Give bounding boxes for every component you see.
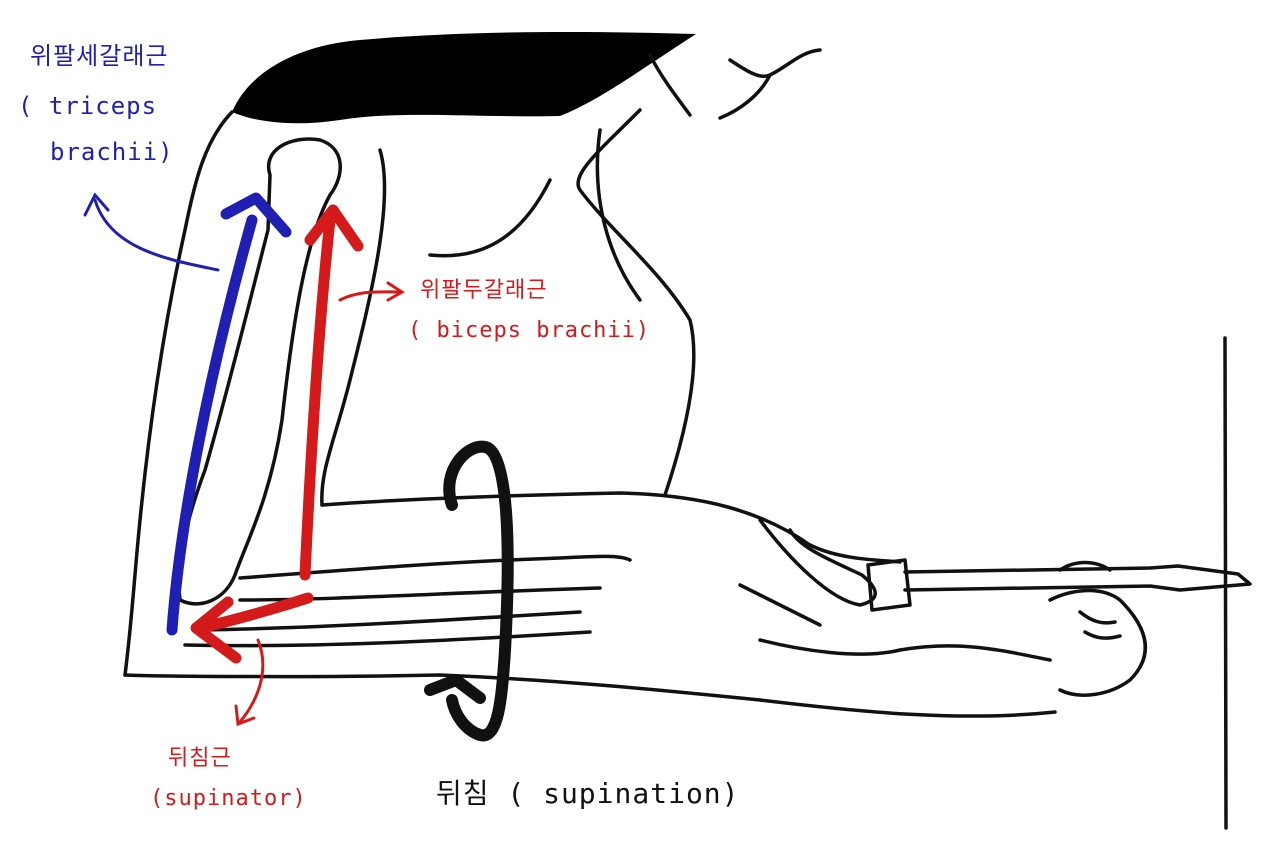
triceps-label-english-line1: ( triceps (18, 92, 158, 120)
torso-lines (428, 128, 642, 302)
triceps-label-korean: 위팔세갈래근 (30, 42, 169, 70)
triceps-pointer (83, 192, 220, 272)
upper-arm-outline (123, 110, 234, 677)
supination-label: 뒤침 ( supination) (436, 777, 740, 810)
biceps-arrow (299, 204, 364, 581)
upper-arm-inner-outline (320, 148, 387, 507)
supinator-label-english: (supinator) (150, 786, 307, 811)
humerus-bone (177, 137, 342, 606)
supinator-label-korean: 뒤침근 (168, 746, 232, 771)
biceps-label-korean: 위팔두갈래근 (420, 278, 548, 303)
hair-shape (232, 32, 696, 124)
ulna-bone (183, 610, 592, 648)
screwdriver (903, 564, 1252, 592)
back-outline (576, 53, 696, 497)
screwdriver-ferrule (866, 558, 912, 612)
supinator-arrow (190, 592, 314, 664)
neck-outline (718, 48, 822, 120)
biceps-label-english: ( biceps brachii) (408, 318, 651, 343)
rotation-arrow (424, 440, 514, 742)
biceps-pointer (338, 281, 405, 302)
forearm-top-outline (320, 491, 902, 564)
triceps-arrow (166, 192, 292, 636)
fingers-outline (1058, 560, 1122, 640)
triceps-label-english-line2: brachii) (50, 138, 174, 166)
radius-bone (238, 554, 632, 602)
forearm-bottom-outline (123, 673, 1057, 718)
wall-line (1223, 336, 1228, 830)
hand-outline (738, 518, 1148, 697)
supinator-pointer (234, 638, 265, 727)
